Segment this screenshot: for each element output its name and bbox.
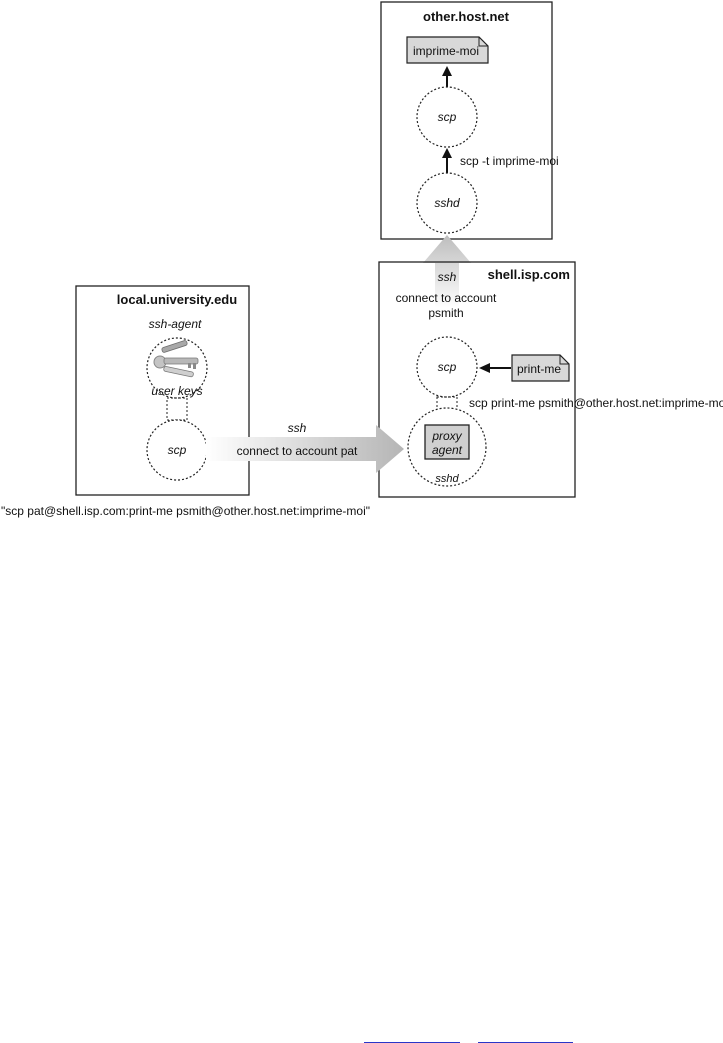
label-ssh-agent: ssh-agent	[149, 317, 202, 331]
svg-text:proxy: proxy	[431, 429, 462, 443]
svg-text:scp: scp	[438, 360, 457, 374]
host-title-local: local.university.edu	[117, 292, 237, 307]
footer-link-left[interactable]	[364, 1032, 460, 1043]
local-command: "scp pat@shell.isp.com:print-me psmith@o…	[1, 504, 370, 518]
arrow-scp-to-imprime	[442, 66, 452, 87]
svg-text:sshd: sshd	[435, 473, 459, 485]
process-sshd-shell: proxy agent sshd	[407, 407, 487, 487]
file-label-imprime-moi: imprime-moi	[413, 44, 479, 58]
file-label-print-me: print-me	[517, 362, 561, 376]
svg-text:scp: scp	[438, 110, 457, 124]
host-title-other: other.host.net	[423, 9, 510, 24]
connector-agent-scp-local	[166, 397, 188, 421]
file-imprime-moi: imprime-moi	[406, 36, 489, 64]
label-connect-pat: connect to account pat	[237, 444, 358, 458]
keys-icon	[153, 340, 199, 378]
svg-text:agent: agent	[432, 443, 463, 457]
process-sshd-other: sshd	[416, 172, 478, 234]
file-print-me: print-me	[511, 354, 570, 382]
label-connect-psmith-2: psmith	[428, 306, 463, 320]
ssh-connection-arrow-right	[206, 425, 404, 473]
connector-scp-sshd-shell	[436, 396, 458, 411]
ssh-connection-arrow-up	[423, 235, 471, 308]
host-box-local	[75, 285, 250, 496]
svg-text:sshd: sshd	[434, 196, 460, 210]
process-scp-other: scp	[416, 86, 478, 148]
footer-link-right[interactable]	[478, 1032, 573, 1043]
command-scp-print-me: scp print-me psmith@other.host.net:impri…	[469, 396, 723, 410]
arrow-sshd-to-scp-other	[442, 148, 452, 173]
host-title-shell: shell.isp.com	[488, 267, 570, 282]
command-scp-t: scp -t imprime-moi	[460, 154, 559, 168]
svg-text:scp: scp	[168, 443, 187, 457]
process-ssh-agent	[146, 337, 208, 399]
proxy-agent-box	[424, 424, 470, 460]
host-box-shell	[378, 261, 576, 498]
process-scp-local: scp	[146, 419, 208, 481]
arrow-print-me-to-scp	[479, 363, 511, 373]
process-scp-shell: scp	[416, 336, 478, 398]
label-user-keys: user keys	[151, 384, 202, 398]
label-ssh-top: ssh	[438, 270, 457, 284]
label-connect-psmith-1: connect to account	[396, 291, 497, 305]
label-ssh-bottom: ssh	[288, 421, 307, 435]
